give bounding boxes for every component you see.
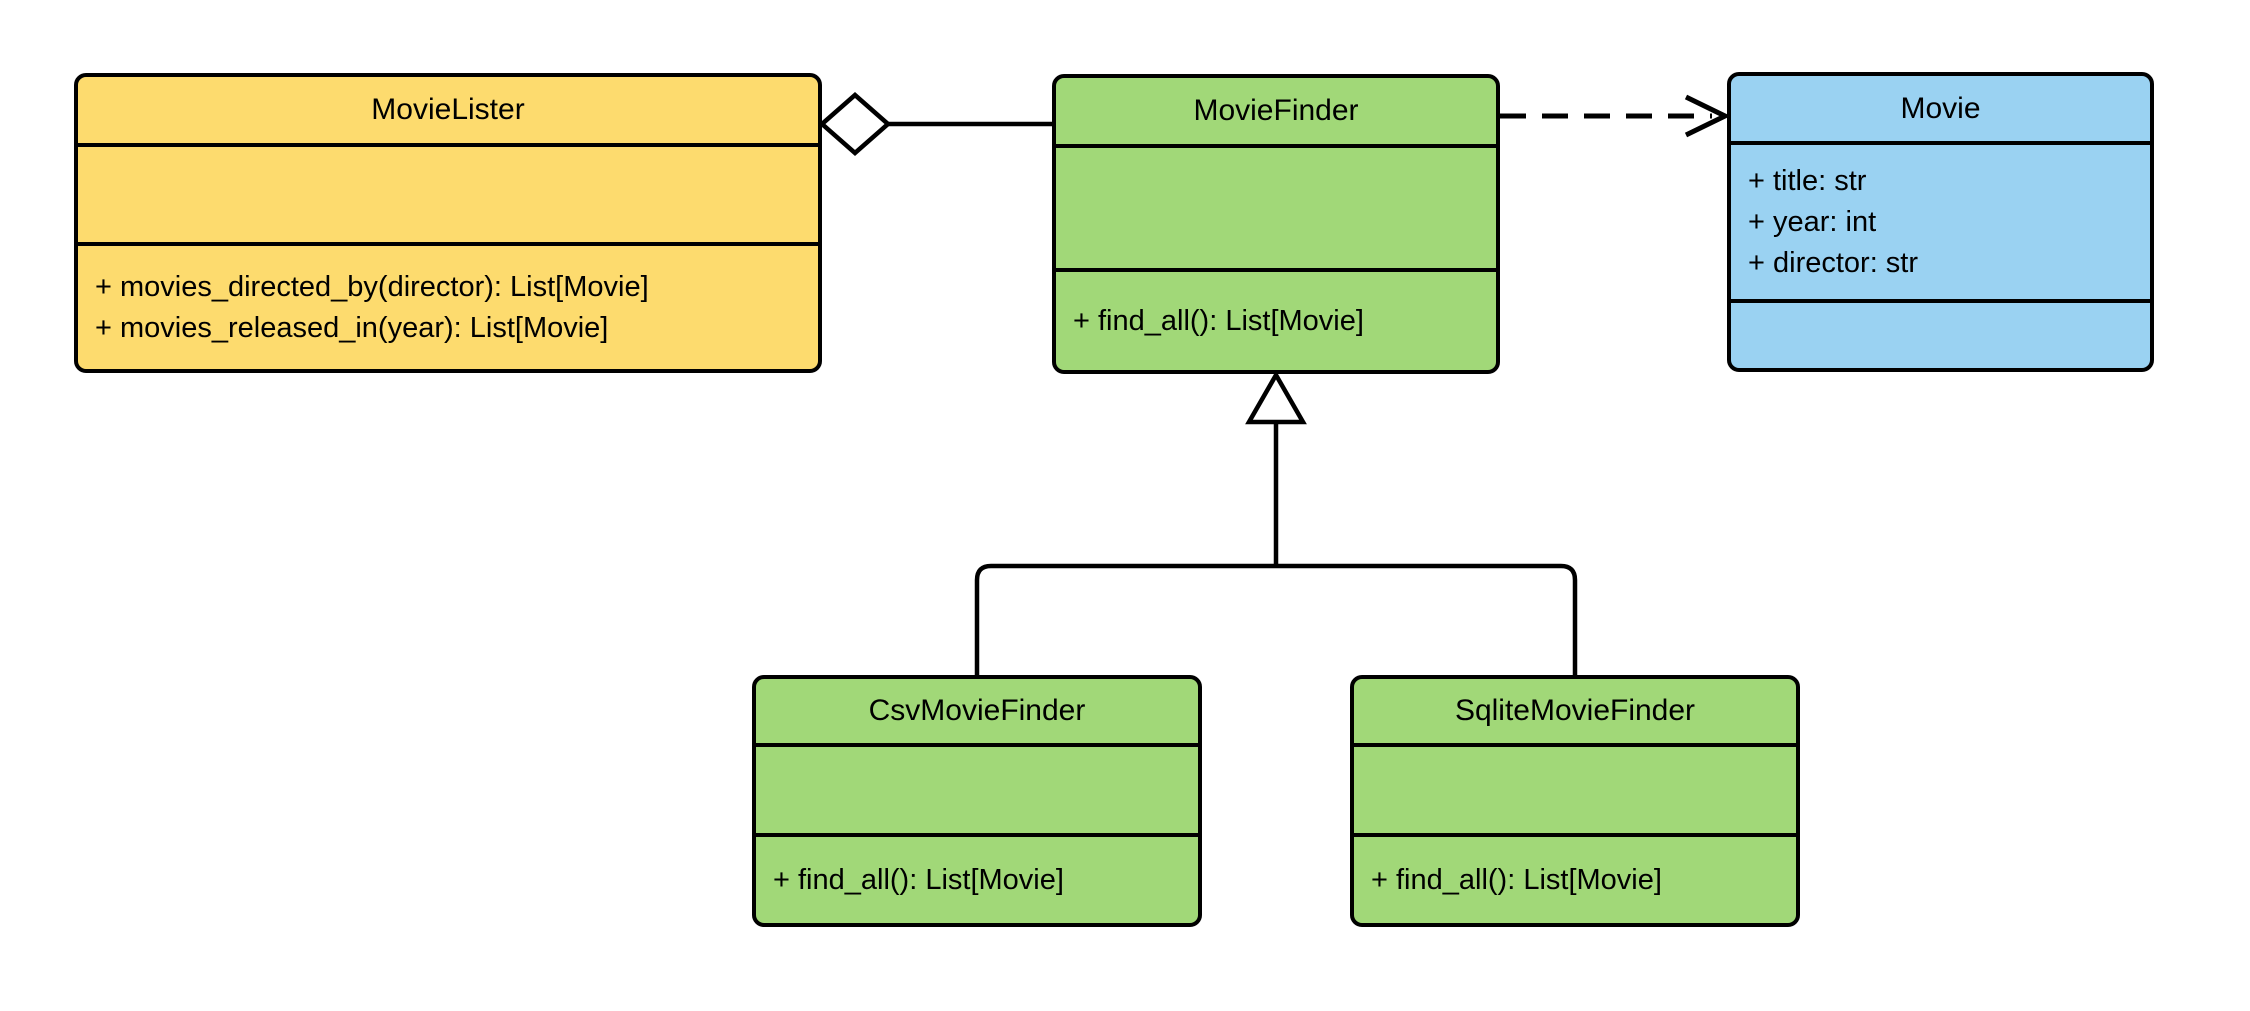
class-moviefinder: MovieFinder + find_all(): List[Movie] [1052,74,1500,374]
class-csvmoviefinder-title: CsvMovieFinder [868,694,1086,727]
class-csvmoviefinder-methods: + find_all(): List[Movie] [756,833,1198,923]
class-sqlitemoviefinder-attributes [1354,743,1796,833]
class-movielister-title: MovieLister [371,93,525,126]
method-line: + movies_released_in(year): List[Movie] [95,311,609,344]
class-moviefinder-attributes [1056,144,1496,268]
attribute-line: + title: str [1748,164,1867,197]
class-movie-attributes: + title: str + year: int + director: str [1731,141,2150,299]
attribute-line: + year: int [1748,205,1877,238]
method-line: + find_all(): List[Movie] [1073,304,1364,337]
class-movielister-attributes [78,143,818,242]
class-csvmoviefinder: CsvMovieFinder + find_all(): List[Movie] [752,675,1202,927]
class-moviefinder-methods: + find_all(): List[Movie] [1056,268,1496,370]
class-movie: Movie + title: str + year: int + directo… [1727,72,2154,372]
attribute-line: + director: str [1748,246,1919,279]
class-sqlitemoviefinder: SqliteMovieFinder + find_all(): List[Mov… [1350,675,1800,927]
class-moviefinder-title: MovieFinder [1193,94,1359,127]
class-movie-title: Movie [1900,91,1981,125]
class-sqlitemoviefinder-title: SqliteMovieFinder [1454,694,1696,727]
dependency-arrowhead [1684,94,1731,138]
generalization-triangle [1245,370,1307,425]
aggregation-diamond [818,92,892,156]
class-movie-methods [1731,299,2150,368]
class-movielister: MovieLister + movies_directed_by(directo… [74,73,822,373]
generalization-rail [974,563,1578,675]
class-csvmoviefinder-attributes [756,743,1198,833]
method-line: + find_all(): List[Movie] [1371,863,1662,896]
method-line: + movies_directed_by(director): List[Mov… [95,270,649,303]
class-movielister-methods: + movies_directed_by(director): List[Mov… [78,242,818,369]
class-sqlitemoviefinder-methods: + find_all(): List[Movie] [1354,833,1796,923]
method-line: + find_all(): List[Movie] [773,863,1064,896]
